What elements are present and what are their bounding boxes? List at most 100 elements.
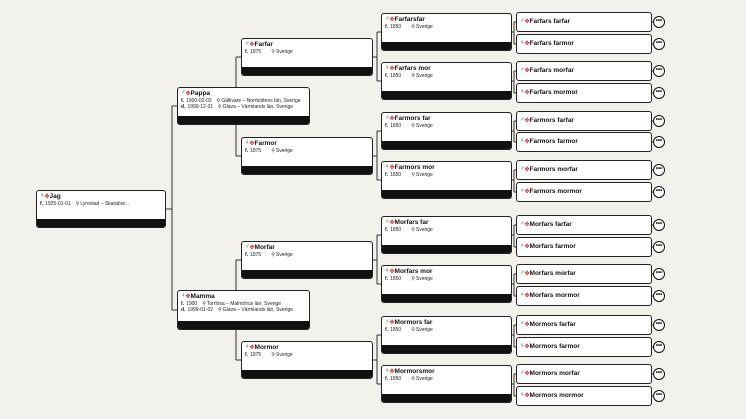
people-icon[interactable]: ⚇ [393,302,398,303]
person-card-gen4[interactable]: ♂✤Farfars morfar [516,61,652,81]
person-card-great-grandparent[interactable]: ♂✤Farmors farf.1850⚲Sverige✤⚇⁝✥ [381,112,512,150]
more-icon[interactable]: ⁝ [261,278,263,279]
family-icon[interactable]: ✥ [405,50,410,51]
add-relative-icon[interactable]: ✤ [245,378,250,379]
person-card-gen4[interactable]: ♂✤Farmors farfar [516,111,652,131]
add-relative-icon[interactable]: ✤ [245,75,250,76]
people-icon[interactable]: ⚇ [189,124,194,125]
more-options-button[interactable]: ••• [653,186,665,198]
family-icon[interactable]: ✥ [201,329,206,330]
more-icon[interactable]: ⁝ [401,198,403,199]
more-icon[interactable]: ⁝ [197,124,199,125]
more-icon[interactable]: ⁝ [401,402,403,403]
add-relative-icon[interactable]: ✤ [385,99,390,100]
people-icon[interactable]: ⚇ [393,149,398,150]
person-card-great-grandparent[interactable]: ♀✤Morfars morf.1850⚲Sverige✤⚇⁝✥ [381,265,512,303]
more-options-button[interactable]: ••• [653,290,665,302]
more-icon[interactable]: ⁝ [261,378,263,379]
family-icon[interactable]: ✥ [405,149,410,150]
add-relative-icon[interactable]: ✤ [385,402,390,403]
family-icon[interactable]: ✥ [405,302,410,303]
more-icon[interactable]: ⁝ [56,227,58,228]
add-relative-icon[interactable]: ✤ [245,278,250,279]
family-icon[interactable]: ✥ [265,75,270,76]
more-options-button[interactable]: ••• [653,87,665,99]
person-card-gen4[interactable]: ♀✤Farmors farmor [516,132,652,152]
person-card-gen4[interactable]: ♂✤Morfars morfar [516,264,652,284]
people-icon[interactable]: ⚇ [393,99,398,100]
add-relative-icon[interactable]: ✤ [181,124,186,125]
person-card-gen4[interactable]: ♂✤Morfars farfar [516,215,652,235]
family-icon[interactable]: ✥ [405,353,410,354]
add-relative-icon[interactable]: ✤ [385,253,390,254]
people-icon[interactable]: ⚇ [393,353,398,354]
people-icon[interactable]: ⚇ [48,227,53,228]
more-options-button[interactable]: ••• [653,368,665,380]
more-icon[interactable]: ⁝ [401,253,403,254]
add-relative-icon[interactable]: ✤ [385,353,390,354]
people-icon[interactable]: ⚇ [253,378,258,379]
more-icon[interactable]: ⁝ [401,149,403,150]
more-options-button[interactable]: ••• [653,115,665,127]
more-icon[interactable]: ⁝ [197,329,199,330]
more-icon[interactable]: ⁝ [401,99,403,100]
person-card-gen4[interactable]: ♂✤Farfars farfar [516,12,652,32]
add-relative-icon[interactable]: ✤ [245,174,250,175]
person-card-gen4[interactable]: ♀✤Farfars mormor [516,83,652,103]
more-options-button[interactable]: ••• [653,268,665,280]
family-icon[interactable]: ✥ [405,198,410,199]
more-icon[interactable]: ⁝ [261,75,263,76]
more-options-button[interactable]: ••• [653,65,665,77]
people-icon[interactable]: ⚇ [393,253,398,254]
more-options-button[interactable]: ••• [653,16,665,28]
more-options-button[interactable]: ••• [653,390,665,402]
person-card-gen4[interactable]: ♀✤Mormors farmor [516,337,652,357]
more-icon[interactable]: ⁝ [401,353,403,354]
more-options-button[interactable]: ••• [653,164,665,176]
person-card-gen4[interactable]: ♀✤Morfars mormor [516,286,652,306]
family-icon[interactable]: ✥ [265,378,270,379]
people-icon[interactable]: ⚇ [393,50,398,51]
person-card-gen4[interactable]: ♀✤Morfars farmor [516,237,652,257]
people-icon[interactable]: ⚇ [189,329,194,330]
person-card-great-grandparent[interactable]: ♂✤Morfars farf.1850⚲Sverige✤⚇⁝✥ [381,216,512,254]
person-card-great-grandparent[interactable]: ♀✤Farmors morf.1850⚲Sverige✤⚇⁝✥ [381,161,512,199]
more-icon[interactable]: ⁝ [401,50,403,51]
add-relative-icon[interactable]: ✤ [385,198,390,199]
more-icon[interactable]: ⁝ [401,302,403,303]
more-options-button[interactable]: ••• [653,319,665,331]
add-relative-icon[interactable]: ✤ [385,302,390,303]
person-card-great-grandparent[interactable]: ♂✤Mormors farf.1850⚲Sverige✤⚇⁝✥ [381,316,512,354]
family-icon[interactable]: ✥ [60,227,65,228]
more-options-button[interactable]: ••• [653,241,665,253]
person-card-gen4[interactable]: ♀✤Farfars farmor [516,34,652,54]
people-icon[interactable]: ⚇ [253,75,258,76]
person-card-gen4[interactable]: ♀✤Mormors mormor [516,386,652,406]
family-icon[interactable]: ✥ [405,99,410,100]
add-relative-icon[interactable]: ✤ [385,149,390,150]
more-options-button[interactable]: ••• [653,136,665,148]
people-icon[interactable]: ⚇ [393,402,398,403]
more-options-button[interactable]: ••• [653,219,665,231]
more-options-button[interactable]: ••• [653,38,665,50]
family-icon[interactable]: ✥ [201,124,206,125]
more-options-button[interactable]: ••• [653,341,665,353]
person-card-gen4[interactable]: ♀✤Farmors mormor [516,182,652,202]
person-card-gen4[interactable]: ♂✤Mormors morfar [516,364,652,384]
add-relative-icon[interactable]: ✤ [181,329,186,330]
family-icon[interactable]: ✥ [405,253,410,254]
people-icon[interactable]: ⚇ [253,278,258,279]
person-card-great-grandparent[interactable]: ♀✤Farfars morf.1850⚲Sverige✤⚇⁝✥ [381,62,512,100]
people-icon[interactable]: ⚇ [253,174,258,175]
add-relative-icon[interactable]: ✤ [385,50,390,51]
more-icon[interactable]: ⁝ [261,174,263,175]
